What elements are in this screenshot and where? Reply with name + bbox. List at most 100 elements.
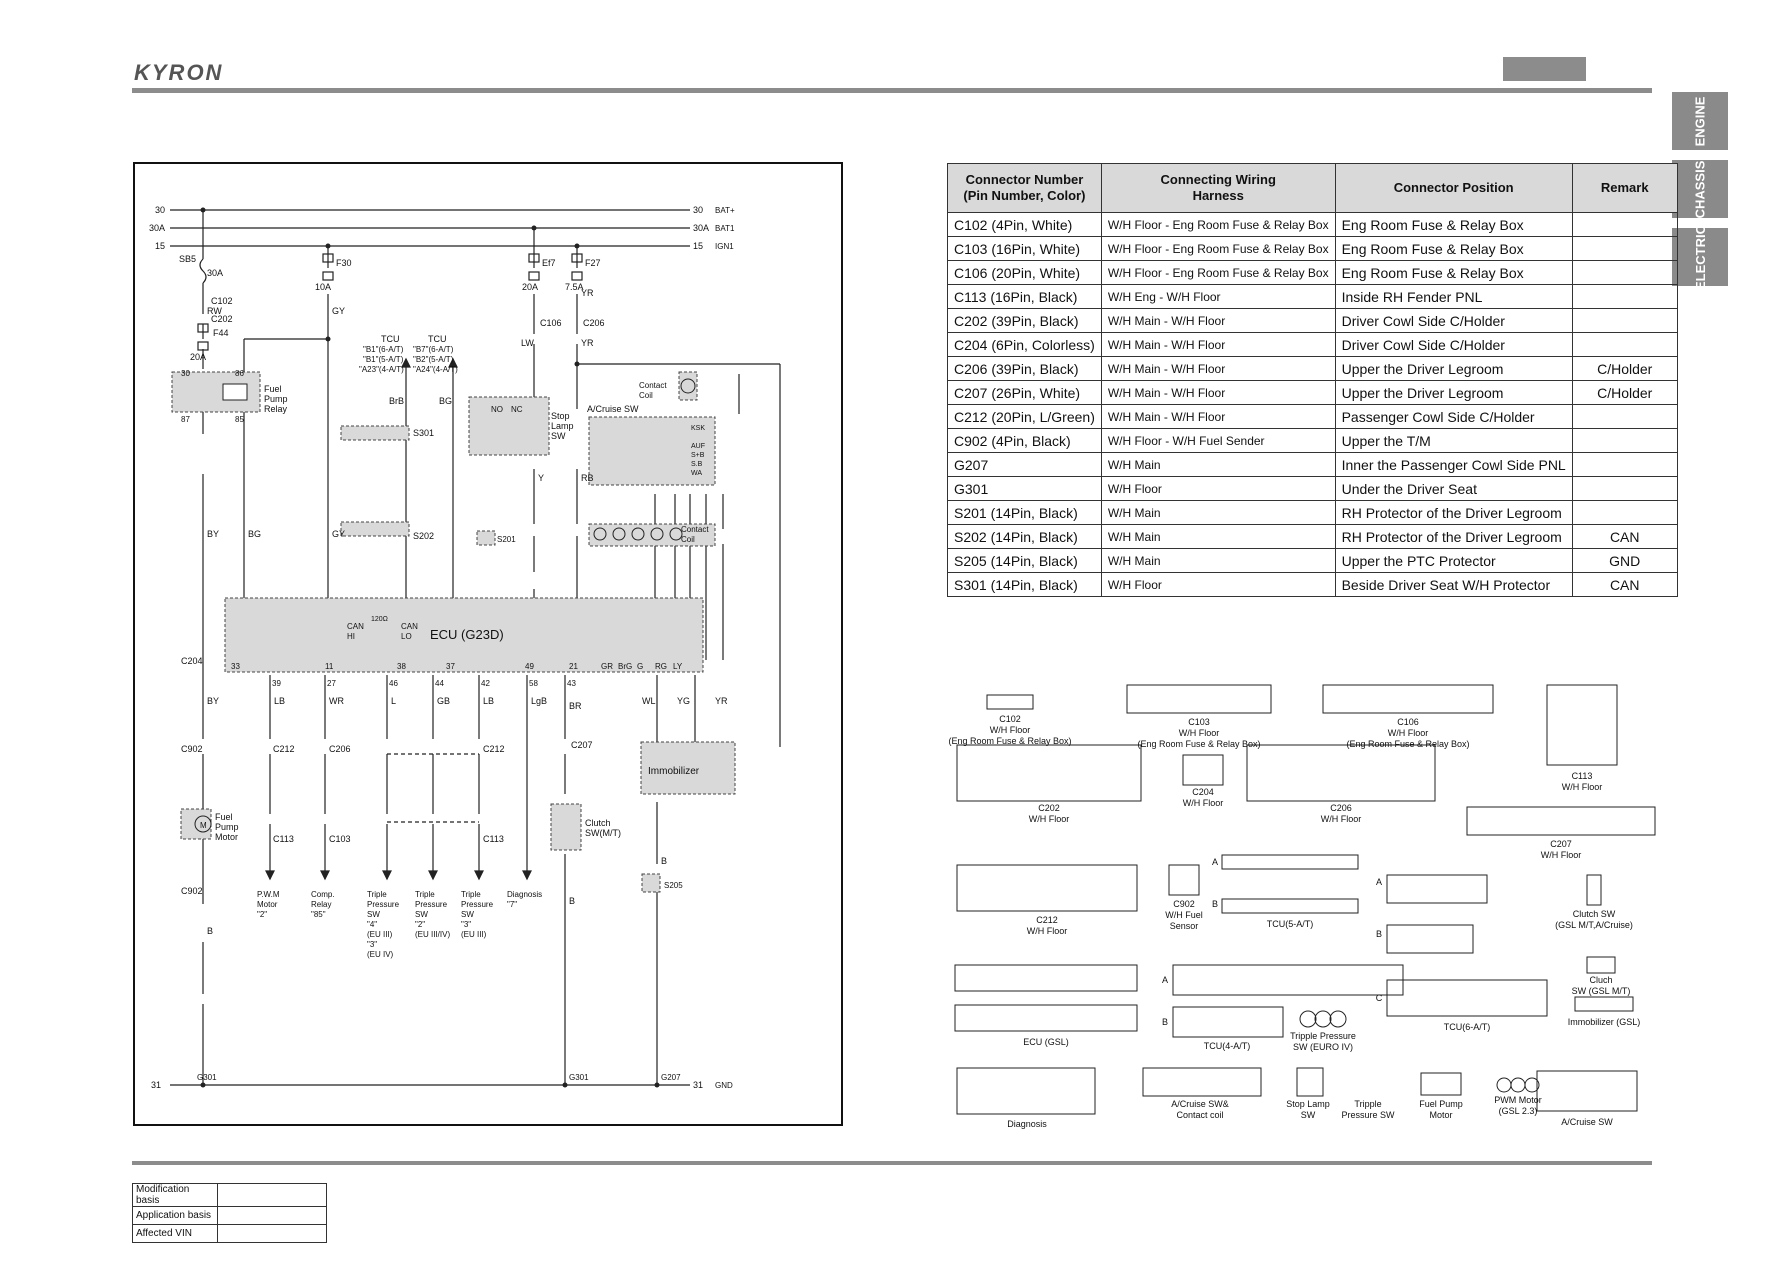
s201-label: S201 <box>497 535 516 544</box>
tcu-label-1: TCU <box>381 334 400 344</box>
pin-33: 33 <box>231 662 240 671</box>
cell-remark: CAN <box>1571 524 1678 549</box>
c113-label-1: C113 <box>273 834 294 844</box>
wire-lb: LB <box>274 696 285 706</box>
mod-basis-value[interactable] <box>217 1183 327 1207</box>
table-row: C902 (4Pin, Black)W/H Floor - W/H Fuel S… <box>947 428 1678 453</box>
c212-label-1: C212 <box>273 744 295 754</box>
cell-harness: W/H Main - W/H Floor <box>1100 332 1336 357</box>
cell-harness: W/H Floor - Eng Room Fuse & Relay Box <box>1100 236 1336 261</box>
cell-harness: W/H Eng - W/H Floor <box>1100 284 1336 309</box>
pin-21: 21 <box>569 662 578 671</box>
cell-remark <box>1571 404 1678 429</box>
cv-diagnosis: Diagnosis <box>1007 1119 1047 1129</box>
cell-remark: C/Holder <box>1571 356 1678 381</box>
tab-chassis[interactable]: CHASSIS <box>1672 160 1728 218</box>
cell-harness: W/H Floor <box>1100 572 1336 597</box>
cell-remark <box>1571 332 1678 357</box>
c902-label-1: C902 <box>181 744 203 754</box>
gnd-label: GND <box>715 1081 733 1090</box>
tab-engine[interactable]: ENGINE <box>1672 92 1728 150</box>
cv-ecu-gsl: ECU (GSL) <box>1023 1037 1069 1047</box>
tcu-label-2: TCU <box>428 334 447 344</box>
pin-58: 58 <box>529 679 538 688</box>
pin-42: 42 <box>481 679 490 688</box>
col-remark: Remark <box>1571 163 1678 213</box>
modification-table: Modification basis Application basis Aff… <box>132 1183 327 1243</box>
wire-by-2: BY <box>207 696 219 706</box>
wire-gy-2: GY <box>332 529 345 539</box>
pin-86: 86 <box>235 369 244 378</box>
pin-11: 11 <box>325 662 334 671</box>
g207-label: G207 <box>661 1073 681 1082</box>
sb5-label: SB5 <box>179 254 196 264</box>
wire-brg: BrG <box>618 662 632 671</box>
cell-position: Eng Room Fuse & Relay Box <box>1334 236 1573 261</box>
col-connector-position: Connector Position <box>1334 163 1573 213</box>
tab-electric[interactable]: ELECTRIC <box>1672 225 1728 290</box>
wire-bg: BG <box>248 529 261 539</box>
cell-harness: W/H Floor - Eng Room Fuse & Relay Box <box>1100 212 1336 237</box>
cv-row-a-2: A <box>1376 877 1382 887</box>
wire-brb-1: BrB <box>389 396 404 406</box>
table-row: C103 (16Pin, White)W/H Floor - Eng Room … <box>947 236 1678 261</box>
pin-85: 85 <box>235 415 244 424</box>
cell-harness: W/H Floor - W/H Fuel Sender <box>1100 428 1336 453</box>
cell-position: Upper the T/M <box>1334 428 1573 453</box>
wire-b: B <box>207 926 213 936</box>
cell-remark <box>1571 284 1678 309</box>
c113-label-2: C113 <box>483 834 504 844</box>
affected-vin-label: Affected VIN <box>132 1224 218 1243</box>
connector-table: Connector Number(Pin Number, Color) Conn… <box>947 163 1678 597</box>
ef7-amp: 20A <box>522 282 538 292</box>
wire-y: Y <box>538 473 544 483</box>
wire-rw: RW <box>207 306 222 316</box>
wire-g: G <box>637 662 643 671</box>
cell-harness: W/H Main - W/H Floor <box>1100 404 1336 429</box>
cell-connector: C202 (39Pin, Black) <box>947 308 1102 333</box>
cell-connector: C103 (16Pin, White) <box>947 236 1102 261</box>
cell-position: Upper the Driver Legroom <box>1334 380 1573 405</box>
cell-harness: W/H Main <box>1100 452 1336 477</box>
wire-bg-2: BG <box>439 396 452 406</box>
app-basis-value[interactable] <box>217 1206 327 1225</box>
cv-tcu6: TCU(6-A/T) <box>1444 1022 1491 1032</box>
wire-lb-2: LB <box>483 696 494 706</box>
s301-label: S301 <box>413 428 434 438</box>
header-box <box>1503 57 1586 81</box>
wire-b-3: B <box>569 896 575 906</box>
cell-connector: G301 <box>947 476 1102 501</box>
tcu-b1: "B1"(6-A/T) <box>363 345 404 354</box>
cell-harness: W/H Floor - Eng Room Fuse & Relay Box <box>1100 260 1336 285</box>
ksk-label: KSK <box>691 425 705 432</box>
c103-label: C103 <box>329 834 351 844</box>
table-row: C212 (20Pin, L/Green)W/H Main - W/H Floo… <box>947 404 1678 429</box>
sbplus-label: S+B <box>691 452 705 459</box>
cell-connector: C212 (20Pin, L/Green) <box>947 404 1102 429</box>
cell-position: Upper the Driver Legroom <box>1334 356 1573 381</box>
rail-15-right: 15 <box>693 241 703 251</box>
diagnosis-label: Diagnosis"7" <box>507 890 542 909</box>
ecu-label: ECU (G23D) <box>430 627 504 642</box>
cell-connector: S205 (14Pin, Black) <box>947 548 1102 573</box>
affected-vin-value[interactable] <box>217 1224 327 1243</box>
app-basis-label: Application basis <box>132 1206 218 1225</box>
cell-connector: S202 (14Pin, Black) <box>947 524 1102 549</box>
wire-rb: RB <box>581 473 594 483</box>
cell-remark <box>1571 308 1678 333</box>
rail-30-right: 30 <box>693 205 703 215</box>
